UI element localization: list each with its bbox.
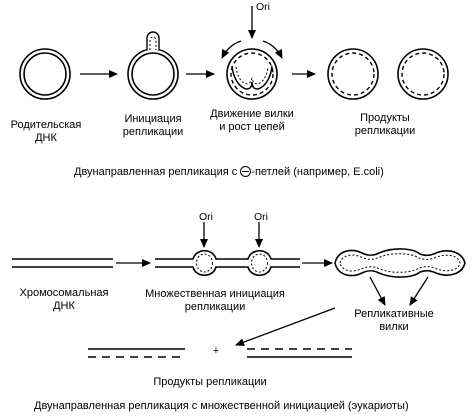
label-parental-dna-line2: ДНК: [35, 132, 57, 144]
replicative-forks-dna: [334, 248, 466, 306]
label-initiation: Инициация репликации: [113, 113, 193, 139]
plus-sign: +: [212, 345, 220, 357]
fork-pointer-right: [409, 276, 429, 306]
caption-top-prefix: Двунаправленная репликация с: [74, 166, 238, 178]
label-multiple-initiation-line2: репликации: [184, 301, 246, 313]
ori-label-2: Ori: [254, 211, 268, 223]
multiple-initiation-dna: [155, 222, 300, 277]
chromosomal-dna: [12, 258, 113, 268]
label-products-top-line1: Продукты: [360, 112, 410, 124]
label-chromosomal-dna-line1: Хромосомальная: [19, 287, 109, 299]
label-initiation-line2: репликации: [122, 126, 184, 138]
label-products-top-line2: репликации: [354, 125, 416, 137]
theta-symbol-icon: [240, 166, 252, 177]
bubble-1: [196, 253, 213, 273]
label-replicative-forks: Репликативные вилки: [344, 308, 444, 334]
ori-label-1: Ori: [199, 211, 213, 223]
caption-top-suffix: -петлей (например, E.coli): [251, 166, 384, 178]
theta-loop: [231, 65, 273, 90]
parental-dna-circle: [19, 48, 71, 100]
label-products-top: Продукты репликации: [340, 112, 430, 138]
label-chromosomal-dna-line2: ДНК: [53, 300, 75, 312]
fork-arrow-right: [262, 40, 283, 59]
label-chromosomal-dna: Хромосомальная ДНК: [12, 287, 116, 313]
label-multiple-initiation-line1: Множественная инициация: [145, 288, 285, 300]
label-parental-dna: Родительская ДНК: [5, 119, 87, 145]
initiation-circle: [127, 31, 179, 100]
product-circle-1: [327, 48, 379, 100]
label-replicative-forks-line2: вилки: [379, 321, 409, 333]
label-initiation-line1: Инициация: [124, 113, 182, 125]
label-fork-movement-line2: и рост цепей: [219, 121, 285, 133]
caption-bottom: Двунаправленная репликация с множественн…: [34, 400, 409, 412]
bubble-2: [251, 253, 268, 273]
label-replicative-forks-line1: Репликативные: [354, 308, 434, 320]
label-products-bottom: Продукты репликации: [153, 376, 267, 388]
ori-label-top: Ori: [256, 1, 270, 13]
replication-products: [88, 348, 352, 358]
diagonal-arrow: [235, 307, 336, 346]
label-parental-dna-line1: Родительская: [10, 119, 82, 131]
fork-pointer-left: [369, 276, 386, 306]
fork-arrow-left: [221, 40, 242, 59]
caption-top: Двунаправленная репликация с -петлей (на…: [74, 166, 384, 179]
fork-movement-circle: [221, 6, 283, 100]
product-circle-2: [397, 48, 449, 100]
label-fork-movement: Движение вилки и рост цепей: [200, 108, 304, 134]
label-multiple-initiation: Множественная инициация репликации: [140, 288, 290, 314]
label-fork-movement-line1: Движение вилки: [210, 108, 294, 120]
replication-bubble: [146, 31, 160, 50]
